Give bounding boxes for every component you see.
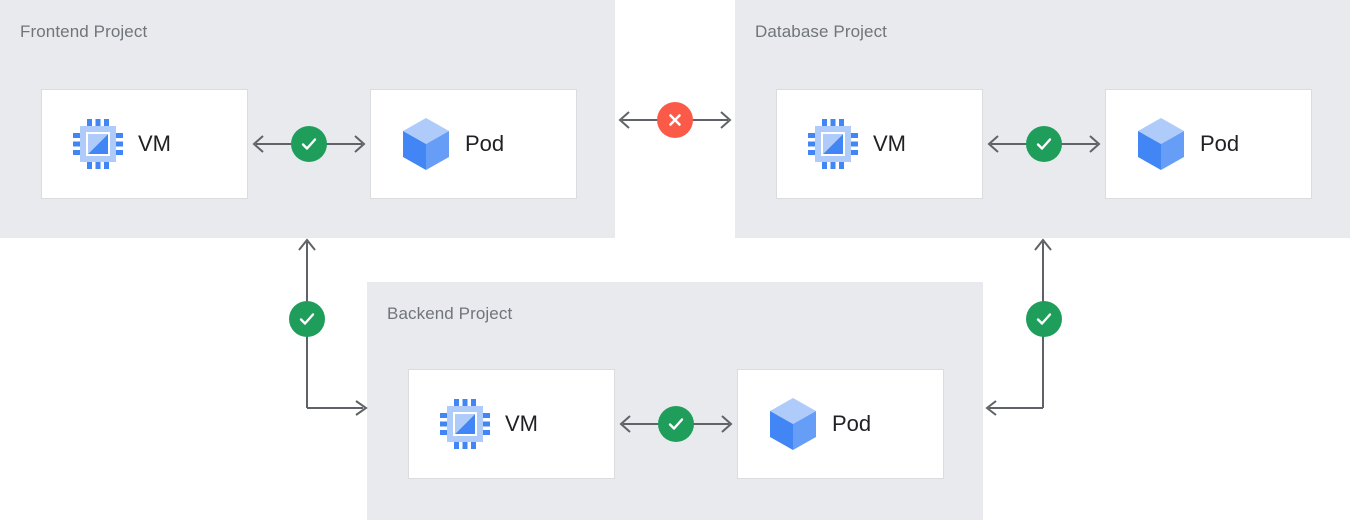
card-database-vm[interactable]: VM	[776, 89, 983, 199]
card-label-backend-pod: Pod	[832, 411, 872, 436]
check-circle-icon	[665, 413, 687, 435]
panel-title-frontend: Frontend Project	[20, 22, 148, 41]
status-badge-frontend-backend[interactable]	[289, 301, 325, 337]
vm-chip-icon	[72, 118, 124, 170]
card-database-pod[interactable]: Pod	[1105, 89, 1312, 199]
status-badge-database-internal[interactable]	[1026, 126, 1062, 162]
check-circle-icon	[1033, 308, 1055, 330]
card-backend-pod[interactable]: Pod	[737, 369, 944, 479]
card-backend-vm[interactable]: VM	[408, 369, 615, 479]
status-badge-database-backend[interactable]	[1026, 301, 1062, 337]
check-circle-icon	[1033, 133, 1055, 155]
check-circle-icon	[296, 308, 318, 330]
card-label-database-pod: Pod	[1200, 131, 1240, 156]
pod-cube-icon	[401, 117, 451, 171]
card-frontend-vm[interactable]: VM	[41, 89, 248, 199]
panel-title-backend: Backend Project	[387, 304, 513, 323]
card-label-frontend-vm: VM	[138, 131, 171, 156]
status-badge-frontend-database[interactable]	[657, 102, 693, 138]
card-label-database-vm: VM	[873, 131, 906, 156]
status-badge-frontend-internal[interactable]	[291, 126, 327, 162]
pod-cube-icon	[1136, 117, 1186, 171]
status-badge-backend-internal[interactable]	[658, 406, 694, 442]
panel-title-database: Database Project	[755, 22, 888, 41]
card-label-frontend-pod: Pod	[465, 131, 505, 156]
card-frontend-pod[interactable]: Pod	[370, 89, 577, 199]
check-circle-icon	[298, 133, 320, 155]
card-label-backend-vm: VM	[505, 411, 538, 436]
x-circle-icon	[665, 110, 685, 130]
pod-cube-icon	[768, 397, 818, 451]
vm-chip-icon	[439, 398, 491, 450]
vm-chip-icon	[807, 118, 859, 170]
